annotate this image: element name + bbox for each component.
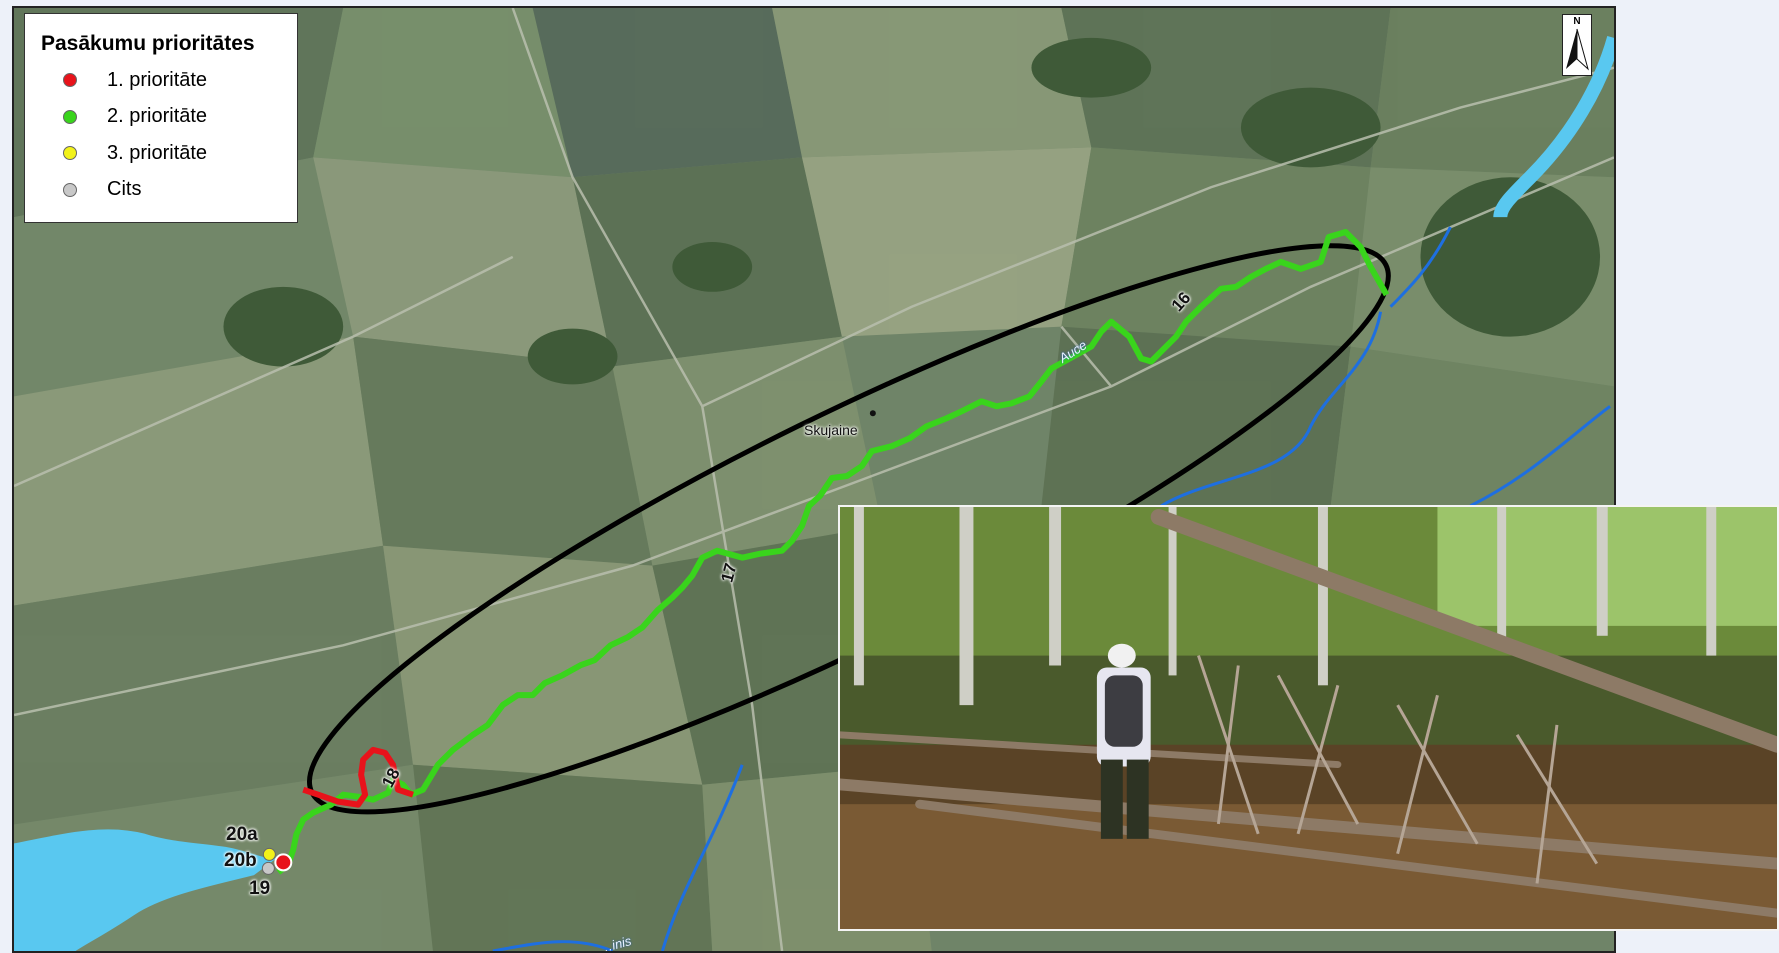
section-label-20b: 20b (224, 850, 257, 871)
river-photo-icon (840, 507, 1777, 929)
legend-item-priority-3: 3. prioritāte (41, 135, 297, 172)
north-letter: N (1573, 16, 1581, 27)
legend-label: 1. prioritāte (107, 68, 208, 91)
map-view[interactable]: Skujaine Auce …inis 16 17 18 19 20a 20b … (12, 6, 1616, 953)
person-figure (1096, 643, 1151, 839)
main-river (14, 35, 1614, 951)
north-arrow-shape (1566, 28, 1589, 71)
legend-swatch-gray (63, 182, 77, 197)
section-label-20a: 20a (226, 824, 258, 845)
legend-label: Cits (107, 178, 142, 201)
streams (492, 226, 1611, 951)
priority-1-section (302, 746, 414, 808)
marker-19[interactable] (274, 853, 293, 872)
legend-swatch-green (63, 109, 77, 124)
village-point (869, 410, 876, 417)
map-legend: Pasākumu prioritātes 1. prioritāte 2. pr… (24, 13, 298, 223)
river-photo (838, 505, 1779, 931)
legend-swatch-yellow (63, 146, 77, 161)
roads (14, 8, 1614, 951)
marker-20a[interactable] (262, 847, 276, 861)
north-arrow-icon: N (1562, 14, 1592, 76)
legend-item-priority-1: 1. prioritāte (41, 62, 297, 99)
legend-title: Pasākumu prioritātes (41, 32, 255, 55)
legend-item-priority-2: 2. prioritāte (41, 99, 297, 136)
legend-label: 2. prioritāte (107, 105, 208, 128)
village-label: Skujaine (804, 422, 858, 438)
section-label-19: 19 (249, 878, 271, 899)
legend-swatch-red (63, 73, 77, 88)
marker-20b[interactable] (261, 861, 275, 875)
legend-item-other: Cits (41, 172, 297, 209)
legend-label: 3. prioritāte (107, 141, 208, 164)
forest-patches (223, 37, 1601, 385)
